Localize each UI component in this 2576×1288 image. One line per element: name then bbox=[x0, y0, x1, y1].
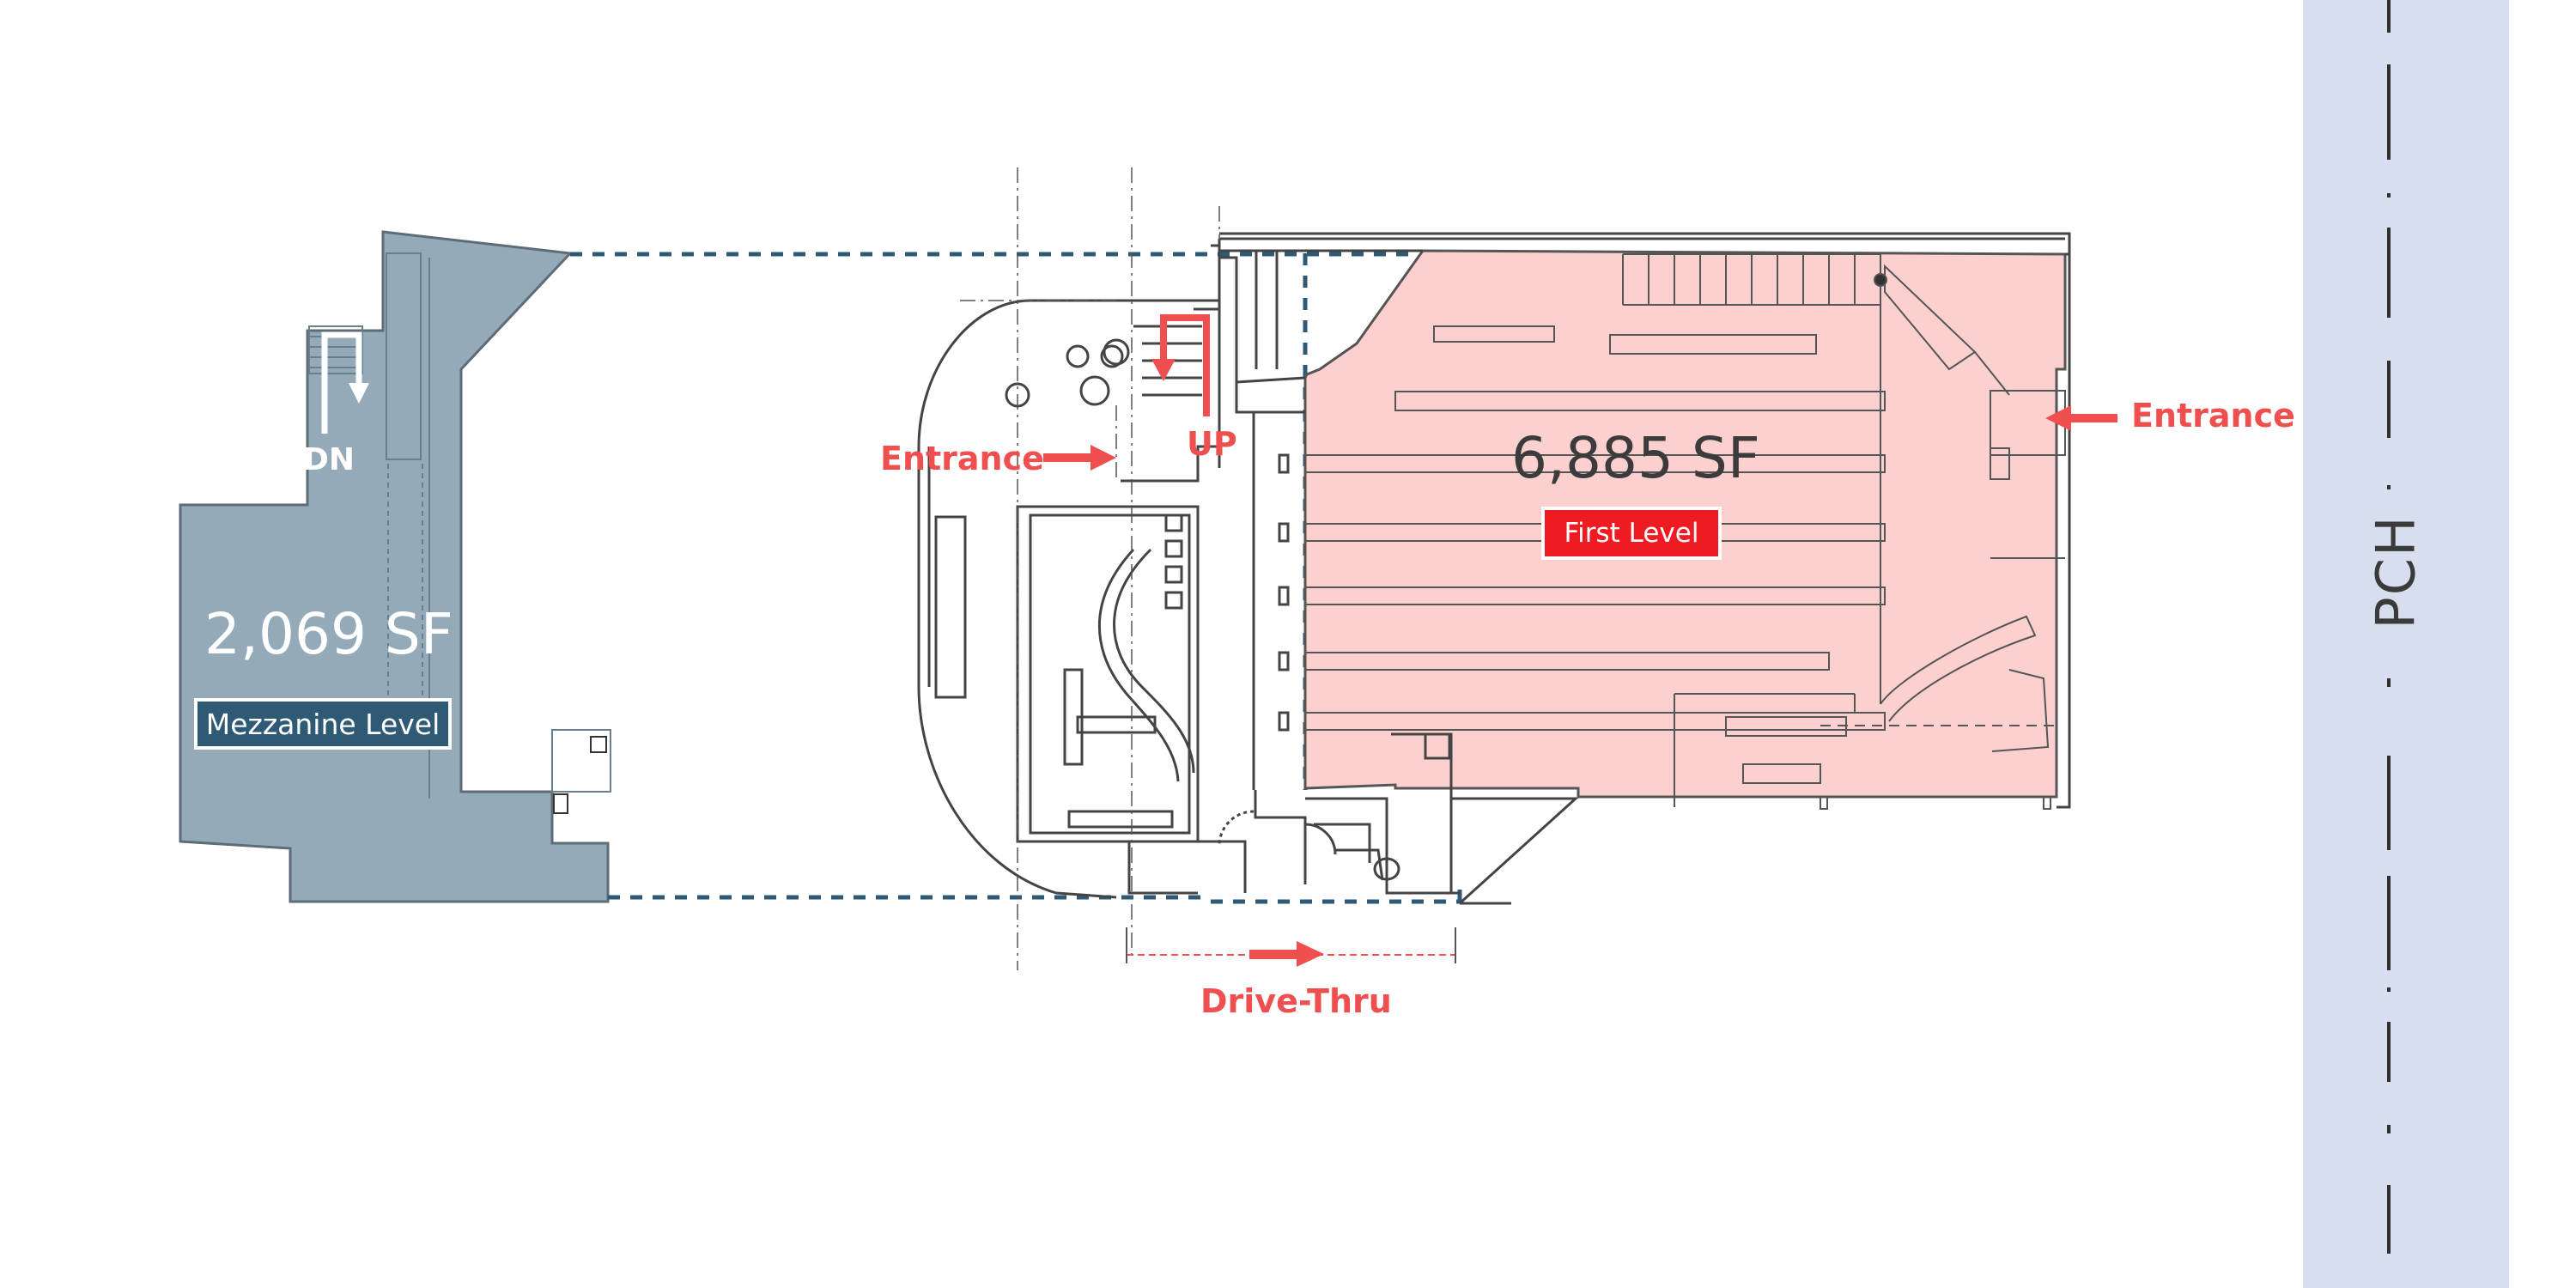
building-walls bbox=[917, 232, 2071, 905]
grid-lines bbox=[960, 167, 1220, 970]
entrance-right-label: Entrance bbox=[2131, 397, 2295, 434]
drive-thru-arrow-head-icon bbox=[1297, 941, 1324, 967]
drive-thru-label: Drive-Thru bbox=[1200, 982, 1392, 1020]
first-level-badge: First Level bbox=[1541, 507, 1722, 560]
mezzanine-area-label: 2,069 SF bbox=[204, 601, 453, 667]
drive-thru-arrow-icon bbox=[1249, 950, 1301, 959]
entrance-left-arrow-icon bbox=[1043, 453, 1095, 462]
dn-arrow-head-icon bbox=[349, 383, 369, 404]
street-name-label: PCH bbox=[2364, 514, 2427, 629]
mezzanine-details bbox=[308, 252, 611, 814]
mezzanine-level-badge: Mezzanine Level bbox=[194, 698, 452, 750]
stair-down-label: DN bbox=[303, 442, 355, 477]
dn-arrow-icon bbox=[321, 331, 362, 434]
street-pch bbox=[2303, 0, 2509, 1288]
up-arrow-icon bbox=[1160, 314, 1210, 416]
entrance-left-arrow-head-icon bbox=[1091, 445, 1116, 471]
entrance-left-label: Entrance bbox=[880, 440, 1044, 477]
up-arrow-head-icon bbox=[1151, 359, 1176, 381]
entrance-right-arrow-head-icon bbox=[2045, 405, 2071, 431]
mezzanine-area bbox=[179, 230, 610, 903]
stair-up-label: UP bbox=[1187, 425, 1237, 463]
annotation-arrows bbox=[1043, 405, 2117, 967]
first-level-area-label: 6,885 SF bbox=[1511, 425, 1760, 491]
entrance-right-arrow-icon bbox=[2068, 414, 2117, 422]
